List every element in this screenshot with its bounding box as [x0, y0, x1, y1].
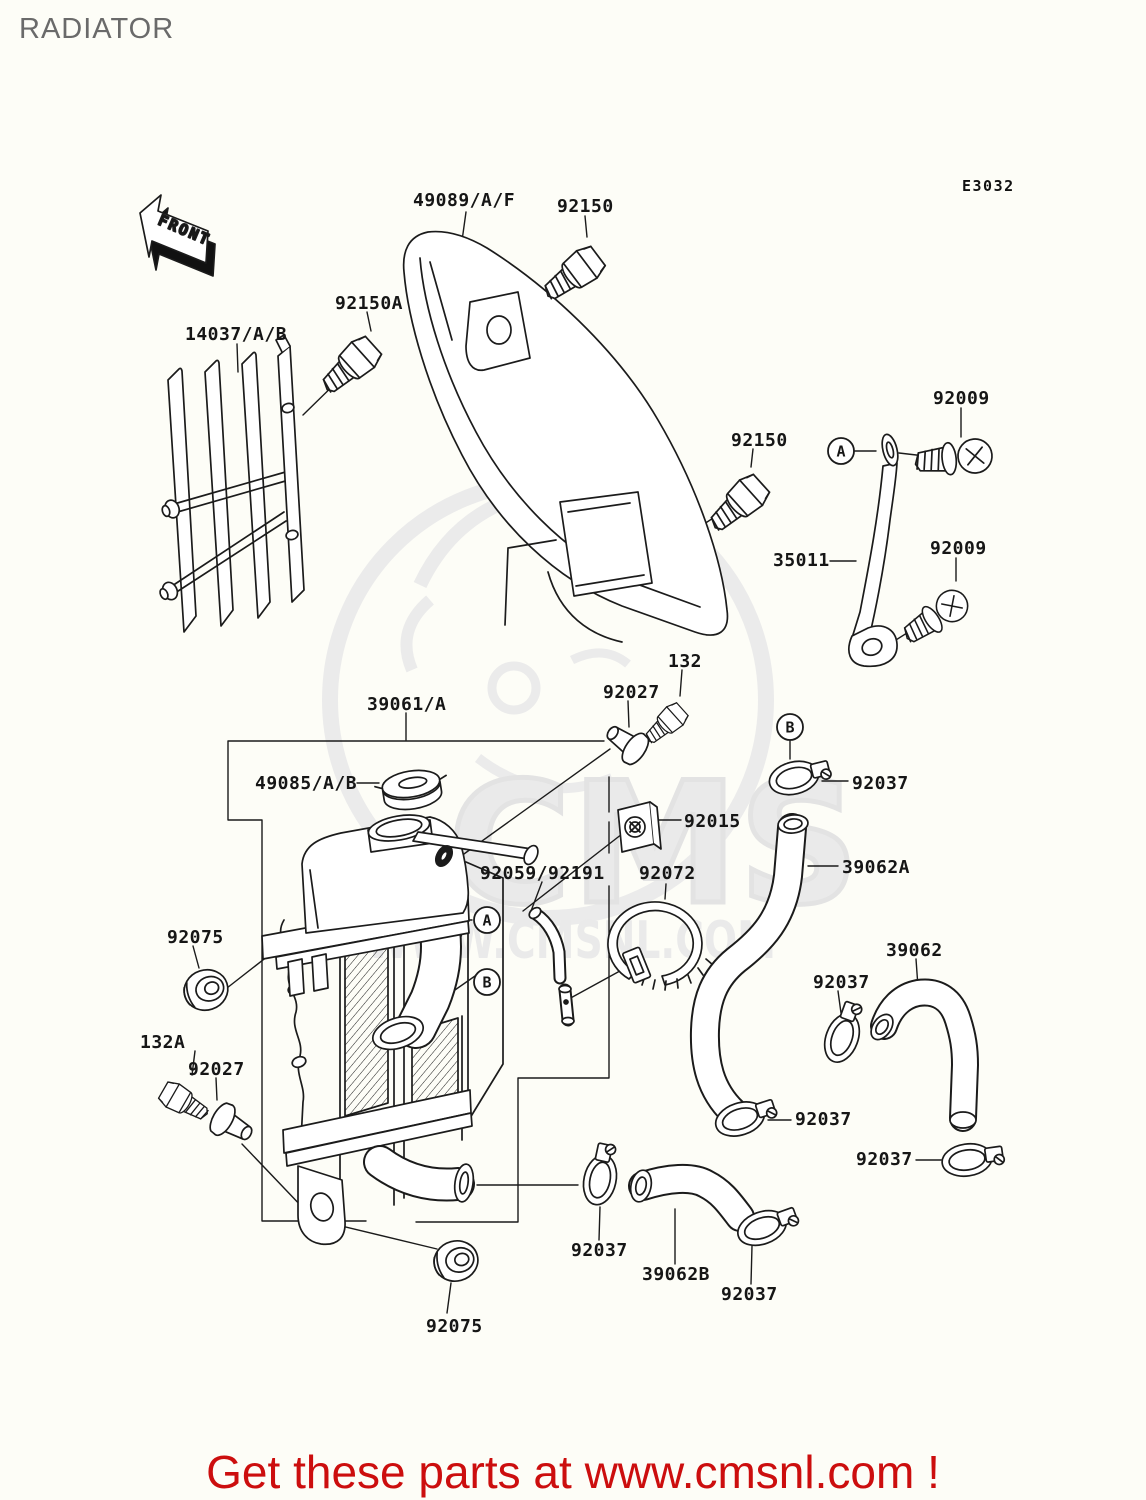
part-labels: 49089/A/F 92150 92150A 14037/A/B 92009 92150 3… — [140, 190, 990, 1337]
radiator-grille-14037 — [159, 334, 305, 633]
stay-bracket-35011 — [848, 433, 899, 668]
band-clamp-92072 — [607, 901, 714, 991]
part-label-39062: 39062 — [886, 940, 943, 961]
callout-circle-A — [827, 437, 855, 465]
callout-letter-B: B — [785, 719, 794, 737]
callout-letter-A: A — [836, 443, 845, 461]
part-label-39062A: 39062A — [842, 857, 910, 878]
part-label-92015: 92015 — [684, 811, 741, 832]
callout-letter-A: A — [482, 912, 491, 930]
radiator-shroud-49089 — [402, 230, 729, 643]
part-label-92037: 92037 — [571, 1240, 628, 1261]
part-label-39062B: 39062B — [642, 1264, 710, 1285]
callout-circles: A B A B — [473, 437, 855, 996]
front-arrow: FRONT — [139, 194, 216, 277]
part-label-92037: 92037 — [795, 1109, 852, 1130]
part-label-92037: 92037 — [813, 972, 870, 993]
part-label-92150: 92150 — [557, 196, 614, 217]
callout-circle-B — [776, 713, 804, 741]
bolt-92150A — [313, 331, 386, 402]
diagram-code: E3032 — [962, 177, 1015, 195]
overflow-tube-92059 — [528, 906, 575, 1027]
part-label-35011: 35011 — [773, 550, 830, 571]
part-label-49085-A-B: 49085/A/B — [255, 773, 357, 794]
bolt-132A — [155, 1077, 214, 1128]
hose-39062 — [870, 978, 979, 1132]
nut-plate-92015 — [617, 801, 662, 853]
part-label-92009: 92009 — [933, 388, 990, 409]
callout-letter-B: B — [482, 974, 491, 992]
part-label-92150: 92150 — [731, 430, 788, 451]
callout-circle-A — [473, 906, 501, 934]
page-title: RADIATOR — [19, 13, 174, 45]
clamp-92037-2 — [817, 996, 871, 1068]
part-label-92075: 92075 — [167, 927, 224, 948]
part-label-39061-A: 39061/A — [367, 694, 446, 715]
part-label-92037: 92037 — [852, 773, 909, 794]
radiator-cap-49085 — [374, 769, 447, 811]
part-label-132A: 132A — [140, 1032, 185, 1053]
grommet-92075-top — [178, 963, 234, 1017]
cmsnl-banner: Get these parts at www.cmsnl.com ! — [206, 1446, 940, 1498]
bushing-92027-left — [204, 1098, 260, 1151]
part-label-92150A: 92150A — [335, 293, 403, 314]
part-label-92075: 92075 — [426, 1316, 483, 1337]
part-label-92027: 92027 — [603, 682, 660, 703]
part-label-92072: 92072 — [639, 863, 696, 884]
part-label-92037: 92037 — [721, 1284, 778, 1305]
part-label-132: 132 — [668, 651, 702, 672]
bolt-92009-bottom — [896, 583, 975, 651]
part-label-14037-A-B: 14037/A/B — [185, 324, 287, 345]
bolt-92150-right — [701, 469, 774, 540]
bolt-92009-top — [912, 436, 995, 481]
clamp-92037-4 — [939, 1138, 1007, 1181]
part-label-92037: 92037 — [856, 1149, 913, 1170]
hose-39062B — [628, 1163, 755, 1232]
grommet-92075-bottom — [428, 1235, 484, 1287]
hose-39062A — [689, 813, 809, 1127]
callout-circle-B — [473, 968, 501, 996]
radiator-assembly-39061 — [261, 814, 539, 1246]
part-label-49089-A-F: 49089/A/F — [413, 190, 515, 211]
part-label-92027: 92027 — [188, 1059, 245, 1080]
clamp-92037-5 — [578, 1139, 625, 1209]
part-label-92059-92191: 92059/92191 — [480, 863, 605, 884]
part-label-92009: 92009 — [930, 538, 987, 559]
